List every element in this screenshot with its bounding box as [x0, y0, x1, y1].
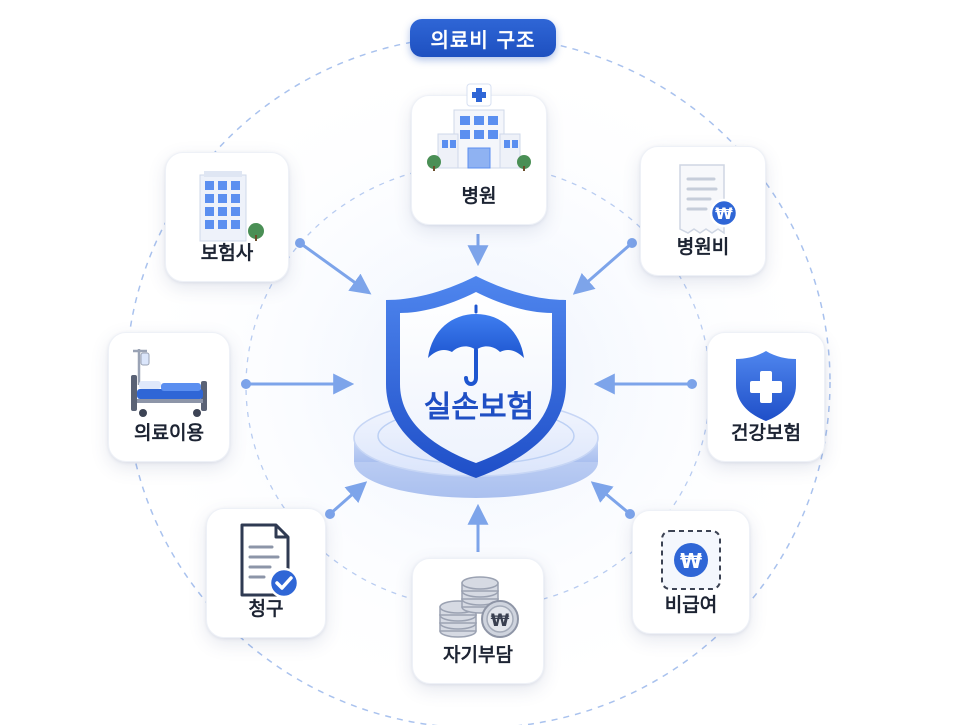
- node-medical-use[interactable]: 의료이용: [108, 332, 230, 462]
- hospital-building-icon: [427, 83, 531, 171]
- node-health-insurance[interactable]: 건강보험: [707, 332, 825, 462]
- node-out-of-pocket[interactable]: ₩ 자기부담: [412, 558, 544, 684]
- won-symbol: ₩: [715, 204, 733, 223]
- node-medical-use-label: 의료이용: [134, 422, 204, 444]
- umbrella-icon: [428, 304, 524, 386]
- receipt-won-icon: ₩: [679, 164, 739, 235]
- node-non-covered-label: 비급여: [664, 594, 718, 616]
- connector-insurer: [299, 241, 372, 295]
- node-insurer[interactable]: 보험사: [165, 152, 289, 282]
- shield-cross-icon: [736, 351, 796, 421]
- node-claim-label: 청구: [248, 598, 284, 620]
- won-coin-dashed-icon: ₩: [661, 530, 721, 590]
- node-hospital[interactable]: 병원: [411, 83, 547, 225]
- won-symbol: ₩: [491, 611, 510, 631]
- document-check-icon: [240, 523, 300, 599]
- connectors: [246, 234, 692, 552]
- node-out-of-pocket-label: 자기부담: [443, 644, 513, 666]
- center-label: 실손보험: [423, 390, 535, 425]
- connector-dots: [241, 238, 697, 519]
- diagram-title: 의료비 구조: [410, 19, 556, 57]
- node-hospital-label: 병원: [461, 185, 497, 207]
- connector-non-covered: [590, 481, 631, 516]
- node-health-insurance-label: 건강보험: [731, 422, 801, 444]
- connector-claim: [329, 481, 368, 516]
- node-medical-fee-label: 병원비: [676, 236, 730, 258]
- connector-medical-fee: [572, 241, 633, 295]
- coin-stack-icon: ₩: [439, 576, 519, 638]
- node-non-covered[interactable]: ₩ 비급여: [632, 510, 750, 634]
- node-claim[interactable]: 청구: [206, 508, 326, 638]
- hospital-bed-icon: [131, 349, 207, 417]
- won-symbol: ₩: [680, 549, 702, 573]
- node-insurer-label: 보험사: [200, 242, 254, 264]
- node-medical-fee[interactable]: ₩ 병원비: [640, 146, 766, 276]
- office-building-icon: [199, 171, 264, 242]
